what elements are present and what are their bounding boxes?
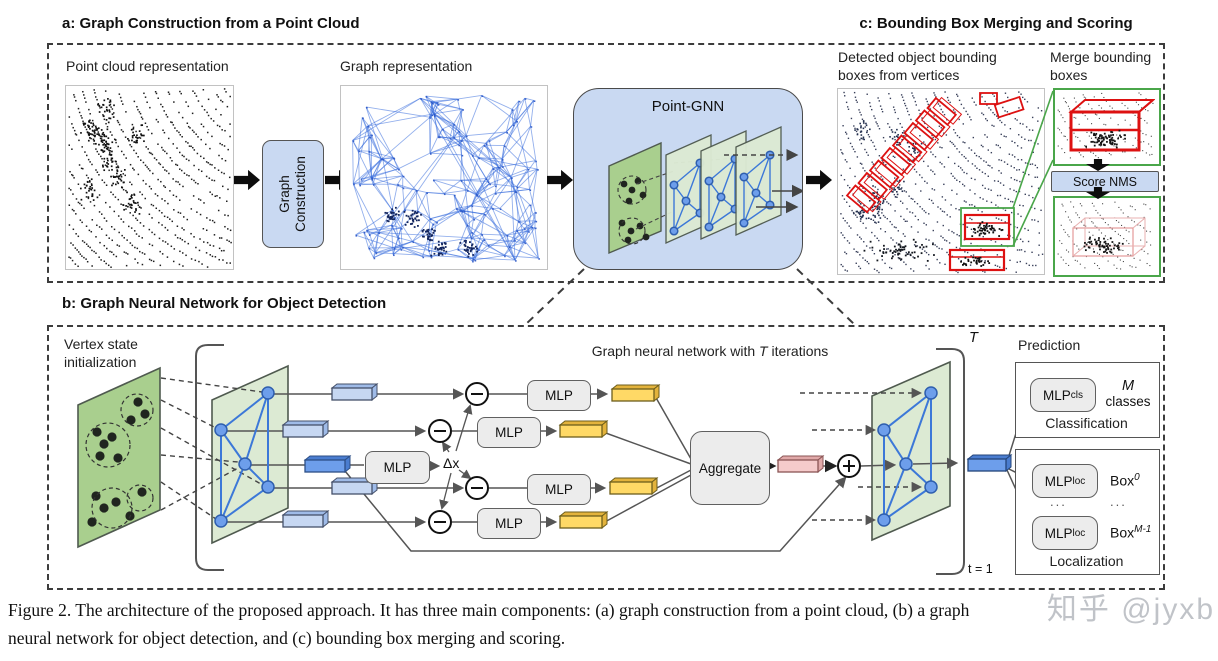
detected-boxes-image: [837, 88, 1045, 275]
dots-left: ...: [1050, 494, 1067, 509]
mlp-box-1: MLP: [527, 380, 591, 411]
mlp-cls-sub: cls: [1070, 389, 1083, 401]
mlp-box-dx: MLP: [365, 451, 430, 484]
vertex-init-label: Vertex state initialization: [64, 336, 138, 370]
m-classes-label: M classes: [1105, 378, 1151, 409]
panel-c-title: c: Bounding Box Merging and Scoring: [859, 15, 1133, 32]
bracket-T-label: T: [969, 330, 978, 346]
merge-boxes-label: Merge bounding boxes: [1050, 49, 1152, 83]
point-gnn-title: Point-GNN: [651, 98, 725, 115]
graph-construction-label: Graph Construction: [276, 156, 308, 232]
graph-representation-image: [340, 85, 548, 270]
boxm1-label: BoxM-1: [1110, 524, 1152, 541]
caption-line-1: Figure 2. The architecture of the propos…: [8, 600, 970, 620]
graph-construction-box: Graph Construction: [262, 140, 324, 248]
score-nms-label: Score NMS: [1073, 174, 1137, 189]
gnn-iter-suffix: iterations: [767, 343, 829, 359]
panel-b-border: [47, 325, 1165, 590]
gnn-iter-T: T: [759, 343, 768, 359]
box0-sup: 0: [1134, 472, 1140, 483]
point-gnn-box: Point-GNN: [573, 88, 803, 270]
mlp-loc-sub: loc: [1072, 527, 1086, 539]
gnn-iter-prefix: Graph neural network with: [591, 343, 760, 359]
localization-label: Localization: [1049, 553, 1124, 569]
dots-right: ...: [1110, 494, 1127, 509]
caption-line-2: neural network for object detection, and…: [8, 628, 566, 648]
box0-label: Box0: [1110, 472, 1140, 489]
detected-boxes-label: Detected object bounding boxes from vert…: [838, 49, 997, 83]
merge-bottom-image: [1053, 196, 1161, 277]
classification-label: Classification: [1045, 415, 1128, 431]
mlp-loc-sub: loc: [1072, 475, 1086, 487]
score-nms-box: Score NMS: [1051, 171, 1159, 192]
graph-representation-label: Graph representation: [340, 58, 473, 74]
aggregate-box: Aggregate: [690, 431, 770, 505]
gnn-iterations-label: Graph neural network with T iterations: [540, 343, 880, 361]
panel-b-title: b: Graph Neural Network for Object Detec…: [62, 295, 387, 312]
point-cloud-label: Point cloud representation: [66, 58, 229, 74]
watermark: 知乎 @jyxb: [1046, 593, 1215, 626]
boxm1-sup: M-1: [1134, 524, 1152, 535]
panel-a-title: a: Graph Construction from a Point Cloud: [62, 15, 360, 32]
delta-x-label: Δx: [443, 455, 460, 471]
point-cloud-image: [65, 85, 234, 270]
prediction-label: Prediction: [1018, 337, 1081, 353]
panel-ac-border: [47, 43, 1165, 283]
merge-top-image: [1053, 88, 1161, 166]
mlp-box-4: MLP: [477, 508, 541, 539]
mlp-box-3: MLP: [527, 474, 591, 505]
t-equals-label: t = 1: [968, 562, 993, 576]
mlp-box-2: MLP: [477, 417, 541, 448]
